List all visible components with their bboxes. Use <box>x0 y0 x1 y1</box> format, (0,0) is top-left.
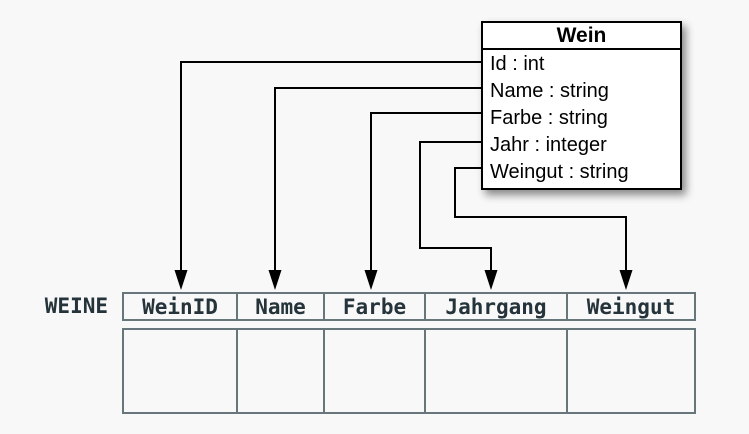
arrowhead-farbe <box>364 270 378 290</box>
table-body-row <box>122 328 696 414</box>
class-attribute-farbe: Farbe : string <box>490 107 608 129</box>
connector-jahr-to-jahrgang <box>419 141 492 272</box>
connector-name-to-name <box>274 87 481 272</box>
class-attribute-name: Name : string <box>490 80 609 102</box>
column-header-jahrgang: Jahrgang <box>426 294 568 319</box>
table-cell-name-empty <box>238 330 325 412</box>
class-attribute-list: Id : int Name : string Farbe : string Ja… <box>483 50 680 188</box>
table-cell-weingut-empty <box>568 330 694 412</box>
arrowhead-name <box>268 270 282 290</box>
table-cell-farbe-empty <box>325 330 426 412</box>
class-attribute-id: Id : int <box>490 53 545 75</box>
uml-class-box: Wein Id : int Name : string Farbe : stri… <box>481 21 682 190</box>
class-attribute-weingut: Weingut : string <box>490 161 629 183</box>
table-name-label: WEINE <box>44 294 108 318</box>
column-header-weinid: WeinID <box>124 294 238 319</box>
column-header-name: Name <box>238 294 325 319</box>
arrowhead-weinid <box>174 270 188 290</box>
table-header-row: WeinID Name Farbe Jahrgang Weingut <box>122 292 696 321</box>
class-title: Wein <box>483 23 680 50</box>
arrowhead-jahrgang <box>484 270 498 290</box>
connector-id-to-weinid <box>180 61 481 272</box>
connector-farbe-to-farbe <box>370 112 481 272</box>
column-header-weingut: Weingut <box>586 294 676 319</box>
arrowhead-weingut <box>619 270 633 290</box>
column-header-farbe: Farbe <box>325 294 426 319</box>
table-cell-weinid-empty <box>124 330 238 412</box>
connector-weingut-to-weingut <box>454 167 627 272</box>
class-attribute-jahr: Jahr : integer <box>490 134 607 156</box>
table-cell-jahrgang-empty <box>426 330 568 412</box>
